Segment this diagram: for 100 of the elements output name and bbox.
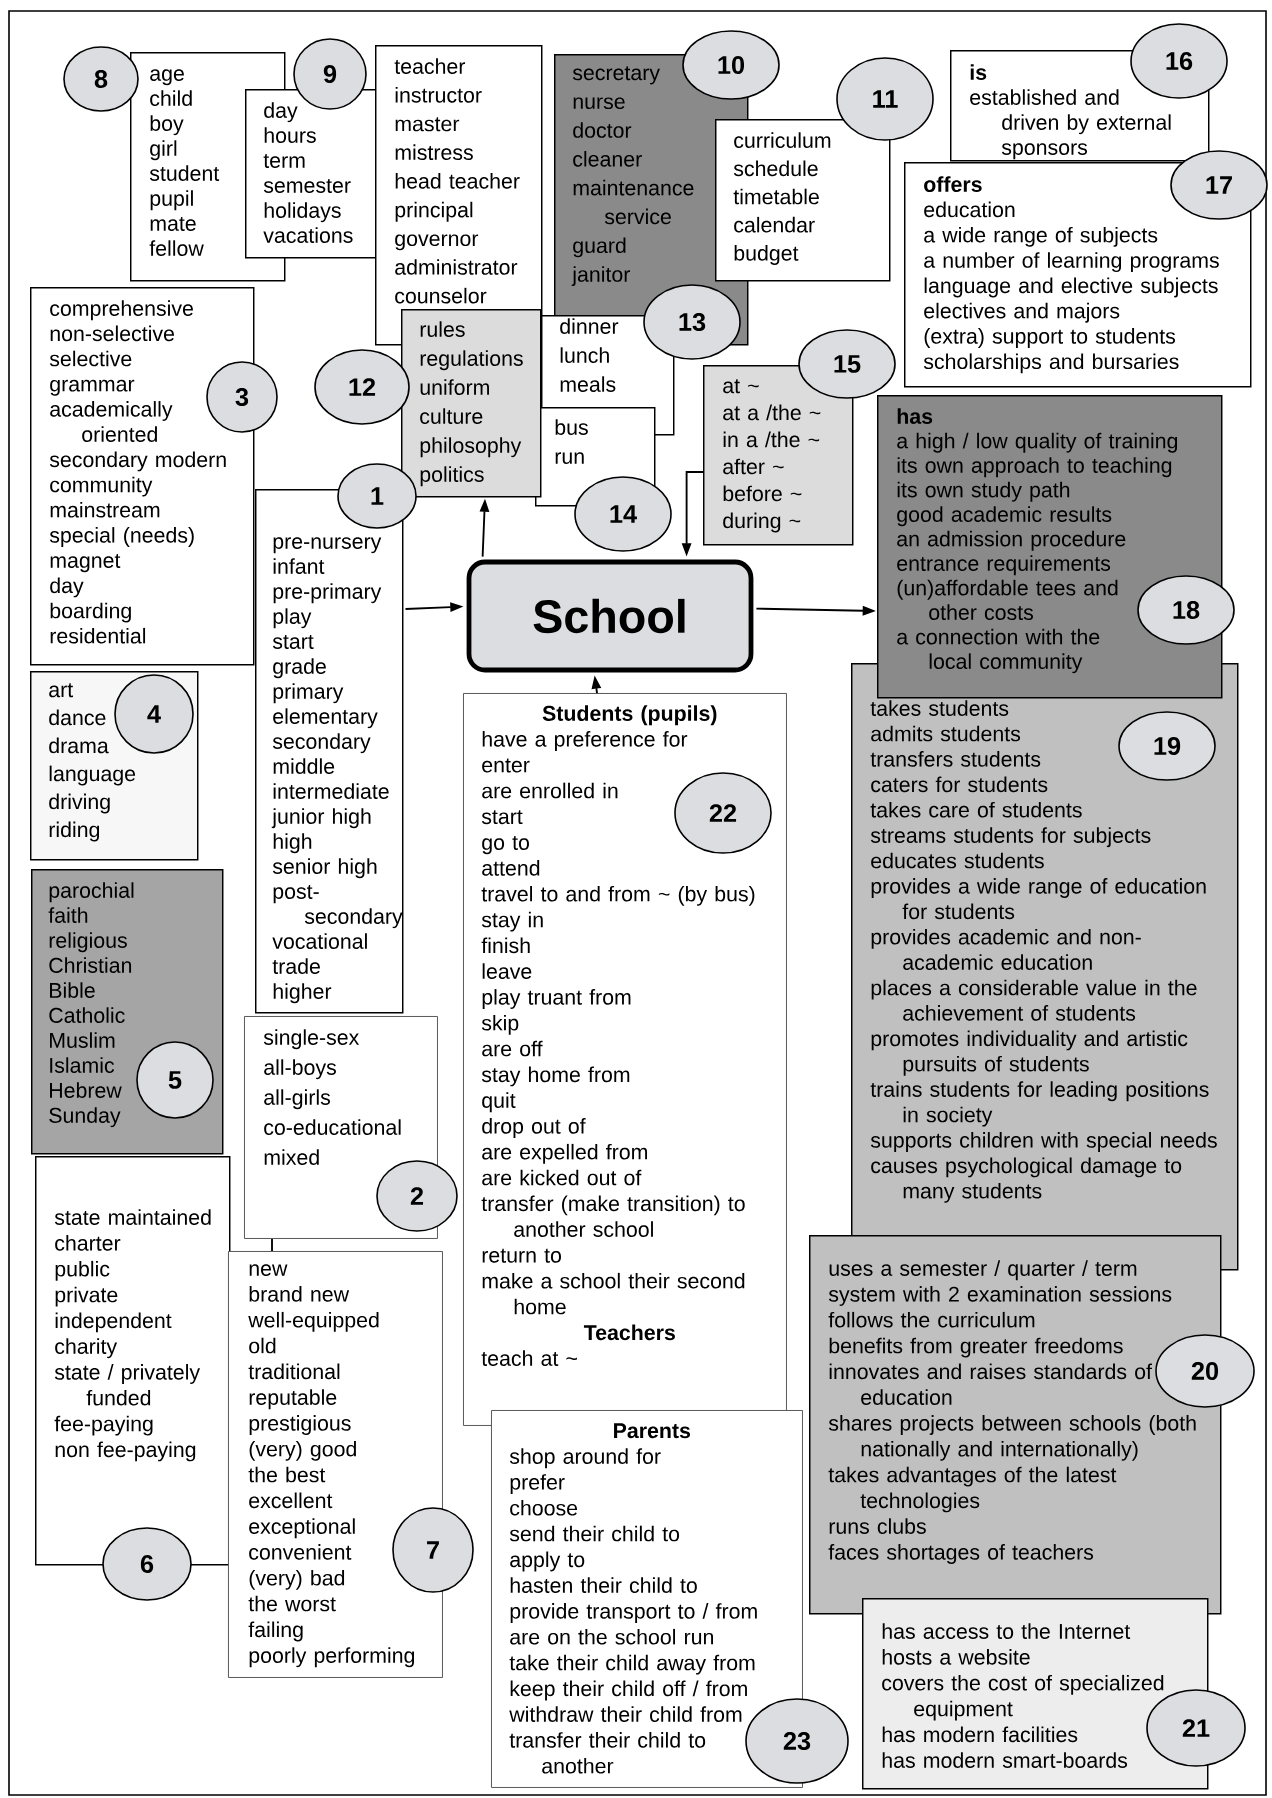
list-item: send their child to	[509, 1525, 680, 1542]
list-item: dance	[49, 709, 106, 726]
list-item: benefits from greater freedoms	[829, 1337, 1123, 1358]
list-item: head teacher	[395, 173, 520, 189]
list-item: the best	[248, 1466, 326, 1483]
list-item: special (needs)	[49, 527, 194, 547]
list-item: prestigious	[249, 1415, 351, 1435]
list-item: guard	[573, 237, 626, 258]
list-item: a high / low quality of training	[897, 432, 1178, 453]
list-item: politics	[420, 466, 484, 487]
list-item: exceptional	[249, 1518, 355, 1539]
list-item: middle	[273, 758, 335, 774]
list-item: play truant from	[482, 989, 631, 1009]
list-item: faith	[48, 907, 88, 923]
list-item: non fee-paying	[55, 1441, 196, 1462]
list-item: (extra) support to students	[924, 328, 1175, 348]
list-item: quit	[482, 1092, 516, 1113]
word-list-box	[31, 869, 224, 1155]
list-item: secondary modern	[49, 451, 226, 472]
list-item: vocational	[272, 933, 367, 949]
list-item: a connection with the local community	[897, 628, 1100, 674]
list-item: a wide range of subjects	[924, 226, 1158, 247]
list-item: intermediate	[273, 783, 389, 799]
list-item: after ~	[723, 458, 784, 475]
list-item: transfer their child to another	[509, 1732, 706, 1774]
list-item: streams students for subjects	[870, 827, 1151, 848]
list-item: trade	[272, 958, 320, 974]
list-item: public	[55, 1260, 110, 1281]
list-item: cleaner	[573, 151, 642, 167]
list-item: curriculum	[734, 132, 831, 148]
list-item: non-selective	[50, 325, 174, 342]
word-list-box	[715, 119, 891, 282]
list-item: are off	[482, 1040, 543, 1057]
list-item: Bible	[50, 982, 95, 998]
list-item: traditional	[248, 1363, 340, 1380]
list-item: start	[272, 634, 314, 649]
list-item: vacations	[263, 227, 353, 243]
list-item: Sunday	[49, 1107, 121, 1128]
list-item: run	[555, 452, 584, 464]
list-item: high	[273, 833, 312, 854]
list-item: a number of learning programs	[924, 252, 1219, 273]
connector-line	[271, 1238, 273, 1252]
list-item: bus	[555, 419, 588, 435]
list-item: grammar	[50, 379, 135, 396]
list-item: budget	[734, 245, 799, 265]
list-item: student	[149, 165, 220, 181]
list-item: reputable	[249, 1389, 337, 1410]
list-item: are kicked out of	[482, 1169, 642, 1186]
word-list-box	[30, 287, 255, 666]
list-item: an admission procedure	[897, 530, 1126, 551]
list-item: timetable	[733, 188, 819, 205]
list-item: master	[395, 117, 460, 132]
list-item: has modern smart-boards	[882, 1752, 1128, 1768]
list-item: finish	[481, 937, 530, 954]
list-item: pupil	[150, 190, 193, 211]
list-heading: Students (pupils)	[542, 705, 717, 726]
list-item: language and elective subjects	[924, 277, 1218, 298]
list-item: drop out of	[482, 1118, 586, 1138]
list-item: lunch	[560, 347, 609, 363]
list-item: age	[150, 69, 184, 86]
word-list-box	[809, 1235, 1222, 1615]
list-item: fee-paying	[54, 1415, 153, 1436]
list-item: hours	[264, 127, 316, 143]
list-item: good academic results	[897, 506, 1112, 527]
list-item: go to	[482, 835, 529, 855]
list-item: girl	[150, 140, 177, 161]
list-item: calendar	[734, 216, 815, 233]
list-item: independent	[55, 1312, 172, 1333]
list-item: rules	[420, 321, 465, 337]
list-heading: is	[970, 64, 987, 80]
list-item: Islamic	[50, 1057, 115, 1073]
list-item: return to	[482, 1248, 561, 1263]
list-item: principal	[395, 201, 473, 222]
list-item: are enrolled in	[482, 782, 618, 799]
list-item: driving	[49, 793, 110, 814]
list-item: higher	[273, 983, 332, 1004]
list-item: play	[273, 608, 312, 629]
list-item: teacher	[394, 58, 466, 74]
list-item: Christian	[49, 957, 132, 973]
list-item: attend	[482, 860, 540, 876]
list-item: are expelled from	[482, 1143, 647, 1164]
list-item: educates students	[871, 852, 1044, 869]
list-item: counselor	[395, 287, 487, 304]
list-item: holidays	[264, 202, 341, 223]
list-item: nurse	[573, 97, 625, 110]
central-box: School	[466, 559, 754, 673]
list-item: hosts a website	[882, 1649, 1030, 1665]
list-item: hasten their child to	[510, 1577, 697, 1593]
list-item: primary	[273, 683, 344, 704]
list-item: runs clubs	[829, 1518, 926, 1534]
list-item: Hebrew	[50, 1082, 122, 1098]
list-item: all-boys	[264, 1059, 336, 1080]
list-item: shop around for	[509, 1448, 661, 1469]
list-item: single-sex	[263, 1029, 360, 1050]
list-item: at a /the ~	[723, 404, 821, 421]
list-item: scholarships and bursaries	[923, 353, 1179, 374]
list-item: mate	[150, 216, 196, 231]
list-item: magnet	[50, 553, 121, 573]
list-heading: Parents	[614, 1423, 690, 1439]
list-item: fellow	[149, 240, 204, 256]
